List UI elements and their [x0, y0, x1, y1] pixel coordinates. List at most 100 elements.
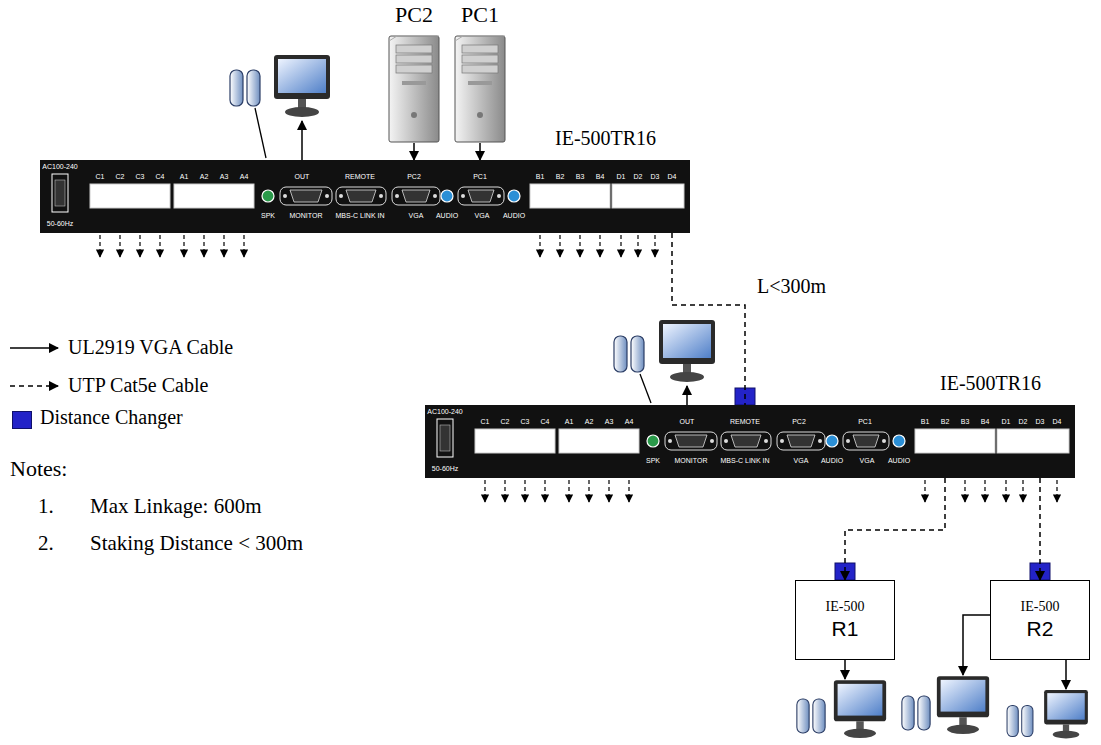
port-label: A3	[220, 173, 229, 181]
vga-port	[675, 435, 707, 447]
port-screw	[395, 194, 399, 198]
pc-bevel	[389, 36, 439, 41]
utp-cable	[1039, 478, 1041, 580]
port-label: OUT	[680, 418, 695, 426]
device-label: PC1	[461, 2, 499, 28]
port-screw	[379, 194, 383, 198]
legend-text: UL2919 VGA Cable	[68, 336, 233, 359]
vga-port	[665, 432, 717, 450]
power-button	[477, 112, 483, 118]
pc-bevel	[455, 36, 505, 41]
rj45-block	[90, 184, 170, 208]
port-label: D3	[1036, 418, 1045, 426]
port-label: D1	[1002, 418, 1011, 426]
vga-arrow	[844, 660, 846, 679]
port-label: D3	[651, 173, 660, 181]
port-label: A3	[605, 418, 614, 426]
utp-out-arrow	[608, 480, 609, 502]
utp-out-arrow	[484, 480, 485, 502]
utp-out-arrow	[159, 235, 160, 257]
utp-out-arrow	[539, 235, 540, 257]
pc-case	[455, 36, 505, 142]
port-screw	[339, 194, 343, 198]
utp-cable	[845, 478, 945, 580]
legend-text: UTP Cat5e Cable	[68, 374, 208, 397]
port-screw	[325, 194, 329, 198]
utp-out-arrow	[544, 480, 545, 502]
utp-out-arrow	[504, 480, 505, 502]
panel-body	[40, 160, 690, 233]
vga-port	[290, 190, 322, 202]
utp-out-arrow	[1022, 480, 1023, 502]
utp-out-arrow	[620, 235, 621, 257]
vga-arrow	[963, 615, 990, 675]
vga-port	[777, 432, 825, 450]
port-label: B2	[941, 418, 950, 426]
utp-out-arrow	[628, 480, 629, 502]
speakers-icon	[1007, 705, 1033, 736]
rj45-block	[174, 184, 254, 208]
monitor-icon	[937, 676, 989, 734]
power-button	[411, 112, 417, 118]
port-label: B4	[596, 173, 605, 181]
port-label: C4	[156, 173, 165, 181]
speakers-icon	[902, 696, 930, 730]
kvm-switch-panel: IE-500TR16AC100-24050-60HzC1C2C3C4A1A2A3…	[425, 405, 1075, 478]
rj45-block	[997, 429, 1069, 453]
vga-port	[731, 435, 761, 447]
port-label: PC1	[858, 418, 872, 426]
port-label: VGA	[860, 457, 875, 465]
port-label: B3	[576, 173, 585, 181]
vga-port	[721, 432, 771, 450]
vga-cable	[479, 143, 481, 160]
vga-port	[787, 435, 815, 447]
audio-jack	[647, 435, 659, 447]
port-label: MONITOR	[675, 457, 708, 465]
vga-cable	[413, 143, 415, 160]
drive-bay	[462, 45, 498, 53]
port-screw	[461, 194, 465, 198]
utp-out-arrow	[243, 235, 244, 257]
port-label: A1	[565, 418, 574, 426]
vga-port	[468, 190, 494, 202]
vga-arrow	[686, 386, 688, 405]
device-model: IE-500TR16	[555, 127, 656, 150]
rj45-block	[530, 184, 610, 208]
port-label: C2	[501, 418, 510, 426]
pc-tower: PC2	[388, 35, 440, 143]
utp-out-arrow	[223, 235, 224, 257]
port-screw	[433, 194, 437, 198]
utp-out-arrow	[637, 235, 638, 257]
drive-bay	[462, 65, 498, 73]
port-label: AC100-240	[42, 163, 77, 171]
port-label: C2	[116, 173, 125, 181]
port-label: SPK	[646, 457, 660, 465]
port-label: A2	[200, 173, 209, 181]
utp-out-arrow	[964, 480, 965, 502]
utp-out-arrow	[559, 235, 560, 257]
rj45-block	[612, 184, 684, 208]
device-model: IE-500TR16	[940, 372, 1041, 395]
legend-swatch	[12, 411, 32, 429]
port-label: C3	[521, 418, 530, 426]
vga-port	[346, 190, 376, 202]
port-screw	[710, 439, 714, 443]
utp-out-arrow	[924, 480, 925, 502]
audio-wire	[255, 108, 266, 158]
port-label: D1	[617, 173, 626, 181]
port-screw	[668, 439, 672, 443]
device-id: R2	[1027, 616, 1054, 642]
port-label: MBS-C LINK IN	[335, 212, 384, 220]
port-screw	[283, 194, 287, 198]
port-label: REMOTE	[730, 418, 760, 426]
port-label: VGA	[409, 212, 424, 220]
port-label: 50-60Hz	[47, 220, 73, 228]
drive-bay	[462, 55, 498, 63]
port-label: A2	[585, 418, 594, 426]
note-text: 1.	[38, 494, 54, 519]
legend-solid-line	[10, 347, 58, 349]
note-text: Max Linkage: 600m	[90, 494, 261, 519]
port-label: C1	[481, 418, 490, 426]
port-screw	[846, 439, 850, 443]
audio-jack	[441, 190, 453, 202]
